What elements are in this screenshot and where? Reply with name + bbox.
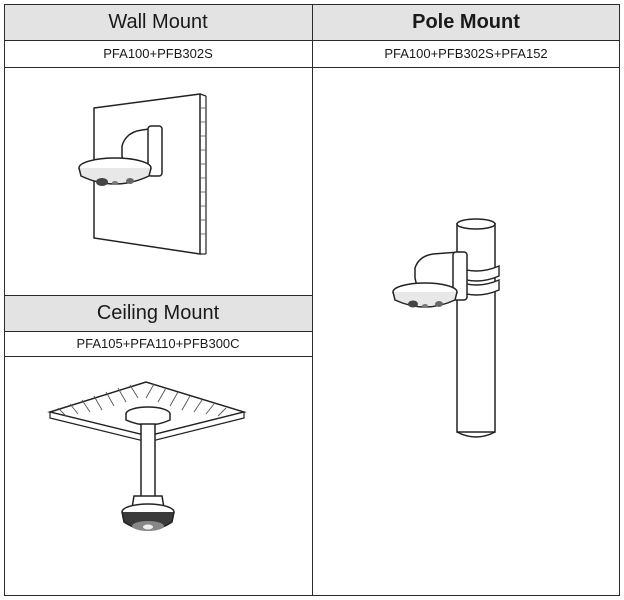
pole-mount-header: Pole Mount (312, 4, 620, 40)
ceiling-mount-model: PFA105+PFA110+PFB300C (76, 336, 240, 351)
wall-mount-model-row: PFA100+PFB302S (4, 40, 312, 67)
table-divider-ceiling-top (4, 295, 312, 296)
pole-mount-model-row: PFA100+PFB302S+PFA152 (312, 40, 620, 67)
pole-mount-title: Pole Mount (412, 10, 520, 33)
ceiling-mount-header: Ceiling Mount (4, 295, 312, 331)
pole-mount-illustration (392, 218, 500, 438)
ceiling-mount-model-row: PFA105+PFA110+PFB300C (4, 331, 312, 356)
table-border-right (619, 4, 620, 596)
table-divider-vertical (312, 4, 313, 596)
table-divider-header (4, 40, 620, 41)
table-border-left (4, 4, 5, 596)
wall-mount-header: Wall Mount (4, 4, 312, 40)
wall-mount-illustration (78, 93, 207, 255)
table-divider-model (4, 67, 620, 68)
wall-mount-model: PFA100+PFB302S (103, 46, 213, 61)
wall-mount-title: Wall Mount (108, 10, 208, 33)
table-divider-ceiling-header (4, 331, 312, 332)
pole-mount-model: PFA100+PFB302S+PFA152 (384, 46, 548, 61)
ceiling-mount-title: Ceiling Mount (96, 301, 220, 324)
ceiling-mount-illustration (47, 381, 247, 531)
table-divider-ceiling-model (4, 356, 312, 357)
